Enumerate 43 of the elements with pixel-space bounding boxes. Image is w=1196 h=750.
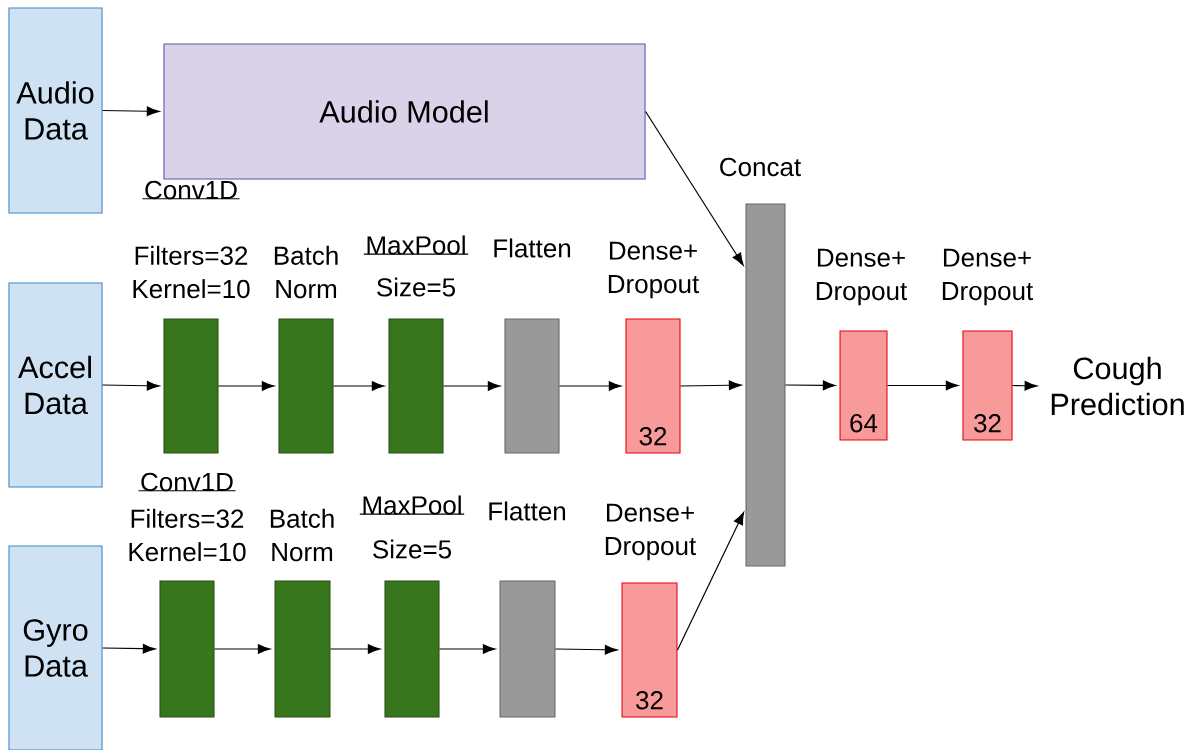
layer-label: Dense+ Dropout — [816, 248, 908, 306]
layer-label: Size=5 — [377, 277, 455, 297]
arrow — [554, 644, 618, 655]
layer-label: Dense+ Dropout — [942, 248, 1034, 306]
arrow — [784, 380, 836, 391]
arrow — [1012, 380, 1038, 391]
layer-label: Batch Norm — [274, 245, 338, 299]
arrow — [558, 381, 622, 391]
layer-label: Dense+ Dropout — [608, 241, 700, 299]
arrow — [329, 644, 381, 654]
arrow — [676, 511, 745, 651]
arrow — [886, 380, 959, 391]
arrow — [217, 381, 275, 391]
layer-label: MaxPool — [363, 235, 469, 255]
output-label: Cough Prediction — [1051, 356, 1184, 416]
model-box: Audio Model — [163, 43, 646, 180]
layer-label: Filters=32 Kernel=10 — [129, 508, 246, 562]
unit-count: 64 — [850, 414, 878, 433]
layer-label: Dense+ Dropout — [605, 503, 697, 561]
unit-count: 32 — [639, 427, 667, 446]
layer-label: Flatten — [489, 501, 566, 521]
arrow — [101, 106, 160, 117]
input-box: Audio Data — [8, 7, 103, 214]
arrow — [101, 643, 156, 654]
input-box: Accel Data — [8, 282, 103, 488]
arrow — [679, 380, 742, 391]
layer-label: Concat — [720, 157, 801, 177]
arrow — [213, 644, 271, 654]
layer-label: Flatten — [494, 238, 571, 258]
arrow — [438, 644, 496, 654]
layer-label: Conv1D — [141, 180, 241, 200]
unit-count: 32 — [974, 414, 1001, 433]
arrow — [332, 381, 385, 391]
layer-label: Batch Norm — [270, 508, 334, 562]
unit-count: 32 — [636, 691, 663, 710]
arrow — [101, 380, 160, 391]
arrow — [644, 110, 744, 266]
layer-label: Filters=32 Kernel=10 — [133, 245, 250, 299]
arrow — [442, 381, 501, 391]
layer-label: Size=5 — [373, 539, 451, 559]
input-box: Gyro Data — [8, 545, 103, 750]
layer-label: MaxPool — [359, 495, 465, 515]
layer-label: Conv1D — [137, 472, 237, 492]
